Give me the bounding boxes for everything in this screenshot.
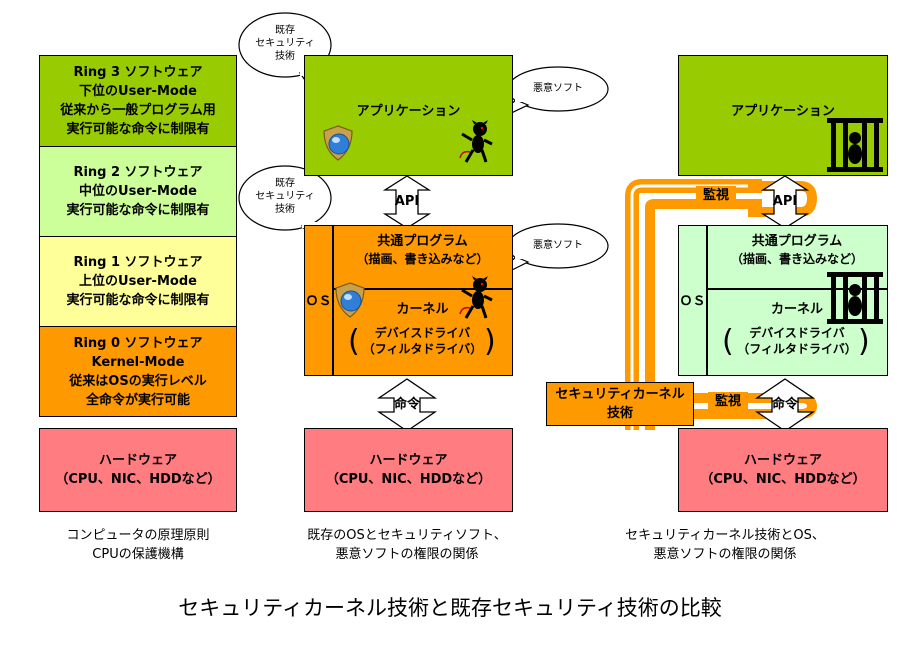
bubble-line: 既存	[275, 178, 295, 189]
hardware-title: ハードウェア	[98, 453, 177, 468]
caption-line: CPUの保護機構	[92, 547, 184, 562]
caption-line: 既存のOSとセキュリティソフト、	[307, 528, 507, 543]
bubble-line: セキュリティ	[255, 38, 315, 49]
os-hdivider	[333, 288, 512, 290]
os-divider	[332, 226, 334, 375]
common-program: 共通プログラム （描画、書き込みなど）	[707, 232, 887, 267]
common-program: 共通プログラム （描画、書き込みなど）	[333, 232, 512, 267]
ring3-line: 従来から一般プログラム用	[60, 103, 216, 118]
bubble-line: 技術	[275, 204, 295, 215]
driver-title: デバイスドライバ	[374, 326, 471, 340]
common-title: 共通プログラム	[377, 234, 468, 249]
shield-icon	[335, 282, 365, 318]
ring1-line: Ring 1 ソフトウェア	[73, 255, 203, 270]
ring2-line: 中位のUser-Mode	[79, 184, 197, 199]
driver-bracket-left: (	[348, 324, 360, 359]
hardware-detail: （CPU、NIC、HDDなど）	[325, 472, 492, 487]
ring2-line: Ring 2 ソフトウェア	[73, 165, 203, 180]
ring2-box: Ring 2 ソフトウェア 中位のUser-Mode 実行可能な命令に制限有	[39, 146, 237, 237]
ring3-line: 下位のUser-Mode	[79, 84, 197, 99]
api-label: API	[394, 194, 420, 209]
devil-icon	[459, 276, 493, 319]
caption-middle: 既存のOSとセキュリティソフト、 悪意ソフトの権限の関係	[282, 526, 532, 564]
bubble-line: セキュリティ	[255, 191, 315, 202]
ring0-line: Ring 0 ソフトウェア	[73, 335, 203, 351]
ring3-line: 実行可能な命令に制限有	[66, 122, 210, 137]
seckernel-detail: 技術	[606, 406, 633, 421]
driver-title: デバイスドライバ	[749, 326, 845, 340]
bubble-security-top-text: 既存 セキュリティ 技術	[255, 24, 315, 63]
driver-bracket-left: (	[722, 324, 734, 359]
driver-bracket-right: )	[484, 324, 496, 359]
driver-detail: （フィルタドライバ）	[737, 342, 857, 356]
hardware-title: ハードウェア	[743, 453, 822, 468]
ring1-box: Ring 1 ソフトウェア 上位のUser-Mode 実行可能な命令に制限有	[39, 236, 237, 327]
driver-bracket-right: )	[858, 324, 870, 359]
seckernel-title: セキュリティカーネル	[555, 387, 685, 402]
kernel-label: カーネル	[396, 302, 449, 317]
os-label: ＯＳ	[679, 294, 706, 309]
bubble-malware-mid-text: 悪意ソフト	[533, 240, 583, 251]
caption-line: コンピュータの原理原則	[66, 528, 210, 543]
caption-right: セキュリティカーネル技術とOS、 悪意ソフトの権限の関係	[600, 526, 850, 564]
app-box-middle: アプリケーション	[304, 55, 513, 176]
diagram-title: セキュリティカーネル技術と既存セキュリティ技術の比較	[178, 596, 722, 620]
ring0-line: 全命令が実行可能	[85, 392, 190, 408]
app-label: アプリケーション	[356, 104, 461, 119]
ring1-line: 実行可能な命令に制限有	[66, 293, 210, 308]
driver-detail: （フィルタドライバ）	[362, 342, 483, 356]
devil-icon	[459, 120, 493, 163]
os-label: ＯＳ	[305, 294, 332, 309]
common-detail: （描画、書き込みなど）	[356, 252, 489, 266]
ring0-box: Ring 0 ソフトウェア Kernel-Mode 従来はOSの実行レベル 全命…	[39, 326, 237, 417]
caption-line: 悪意ソフトの権限の関係	[335, 547, 479, 562]
shield-icon	[323, 125, 353, 161]
jail-icon	[827, 118, 883, 172]
hardware-detail: （CPU、NIC、HDDなど）	[55, 472, 221, 487]
hardware-box-right: ハードウェア （CPU、NIC、HDDなど）	[678, 428, 888, 512]
driver-group: デバイスドライバ （フィルタドライバ）	[333, 325, 512, 357]
ring2-line: 実行可能な命令に制限有	[66, 203, 210, 218]
bubble-malware-top-text: 悪意ソフト	[533, 83, 583, 94]
api-label: API	[772, 194, 798, 209]
command-label: 命令	[771, 397, 798, 412]
caption-left: コンピュータの原理原則 CPUの保護機構	[39, 526, 237, 564]
common-detail: （描画、書き込みなど）	[730, 252, 863, 266]
monitor-label-bottom: 監視	[708, 392, 748, 411]
bubble-security-mid-text: 既存 セキュリティ 技術	[255, 177, 315, 216]
kernel-label: カーネル	[770, 302, 823, 317]
jail-icon	[827, 272, 883, 324]
monitor-label-top: 監視	[696, 186, 736, 205]
hardware-box-middle: ハードウェア （CPU、NIC、HDDなど）	[304, 428, 513, 512]
common-title: 共通プログラム	[751, 234, 843, 249]
hardware-box-left: ハードウェア （CPU、NIC、HDDなど）	[39, 428, 237, 512]
app-label: アプリケーション	[731, 104, 835, 119]
ring1-line: 上位のUser-Mode	[79, 274, 197, 289]
ring3-box: Ring 3 ソフトウェア 下位のUser-Mode 従来から一般プログラム用 …	[39, 55, 237, 147]
ring0-line: Kernel-Mode	[91, 354, 185, 370]
os-hdivider	[707, 288, 887, 290]
command-label: 命令	[393, 397, 420, 412]
driver-group: デバイスドライバ （フィルタドライバ）	[707, 325, 887, 357]
security-kernel-box: セキュリティカーネル 技術	[546, 382, 694, 426]
hardware-detail: （CPU、NIC、HDDなど）	[700, 472, 866, 487]
ring0-line: 従来はOSの実行レベル	[69, 373, 207, 389]
caption-line: セキュリティカーネル技術とOS、	[625, 528, 825, 543]
hardware-title: ハードウェア	[369, 453, 448, 468]
caption-line: 悪意ソフトの権限の関係	[653, 547, 797, 562]
os-divider	[706, 226, 708, 375]
bubble-line: 既存	[275, 25, 295, 36]
bubble-line: 技術	[275, 51, 295, 62]
ring3-line: Ring 3 ソフトウェア	[73, 65, 203, 80]
